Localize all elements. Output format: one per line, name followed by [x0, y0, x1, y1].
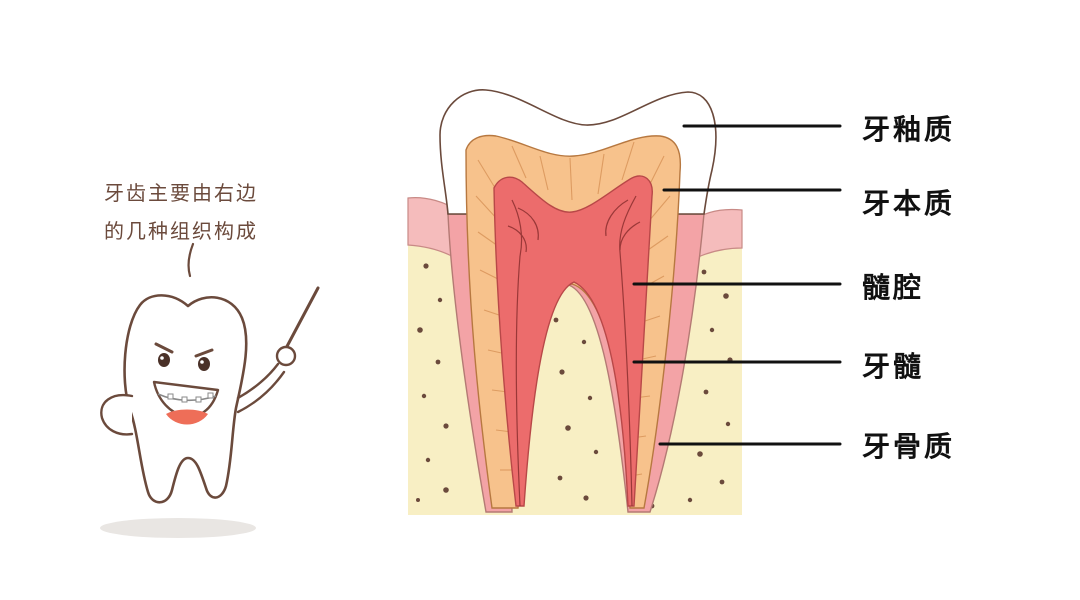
pulp [493, 175, 653, 507]
speech-line-1: 牙齿主要由右边 [104, 181, 258, 205]
mascot-hand [275, 345, 297, 367]
bone-dots [416, 263, 733, 509]
speech-pointer [187, 242, 195, 278]
pulp-nerves [507, 195, 641, 507]
label-dentin: 牙本质 [862, 187, 956, 220]
mascot-right-arm [236, 362, 280, 400]
mascot-right-eye [198, 357, 210, 371]
mascot-left-arm [100, 393, 134, 436]
leader-lines [632, 124, 842, 446]
mascot-left-eye [158, 353, 170, 367]
tooth-mascot [100, 242, 320, 538]
tooth-cross-section [407, 89, 743, 515]
label-pulp: 牙髓 [862, 350, 925, 383]
speech-line-2: 的几种组织构成 [104, 219, 258, 243]
label-pulp-cavity: 髓腔 [862, 271, 925, 304]
label-cementum: 牙骨质 [862, 430, 956, 463]
speech-text: 牙齿主要由右边 的几种组织构成 [104, 174, 324, 250]
mascot-shadow [100, 518, 256, 538]
label-enamel: 牙釉质 [862, 113, 956, 146]
pointer-stick-icon [282, 286, 320, 354]
